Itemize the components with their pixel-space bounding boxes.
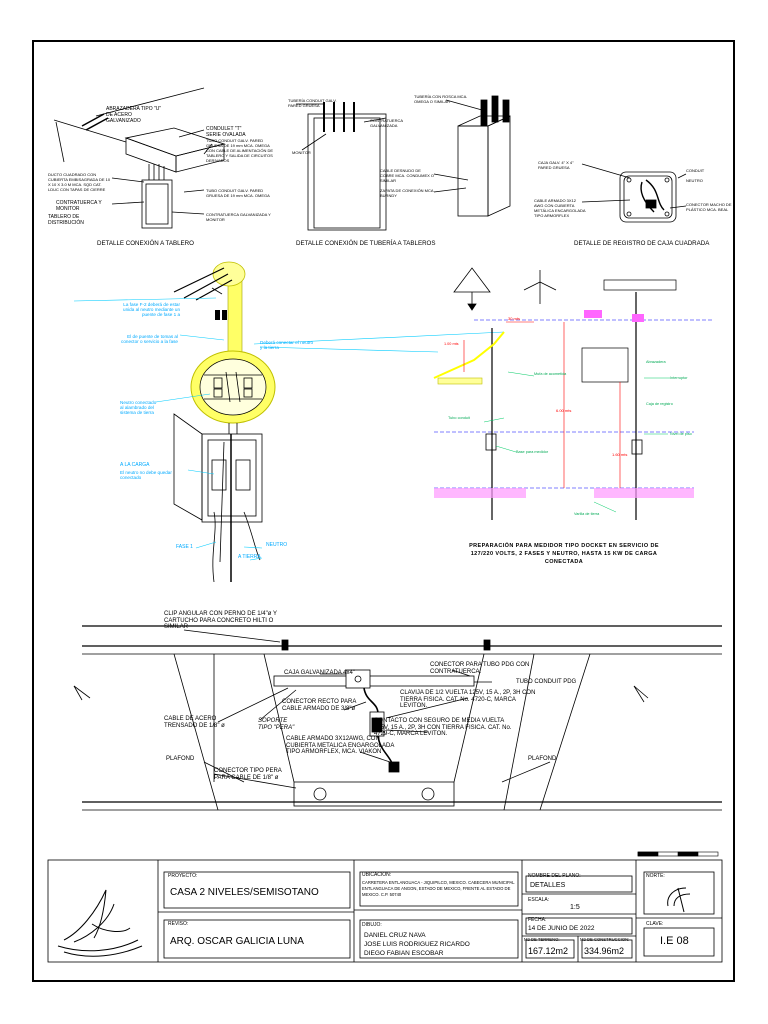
- detail-registro: [581, 163, 687, 223]
- dibujo-name: DANIEL CRUZ NAVA: [364, 932, 426, 939]
- note-abrazadera: ABRAZADERA TIPO "U" DE ACERO GALVANIZADO: [106, 106, 162, 124]
- note-contratuerca-galv-2: CONTRATUERCA GALVANIZADA: [370, 118, 403, 128]
- meter-note-sistema-tierra: Neutro conectado al alambrado del sistem…: [120, 400, 157, 415]
- escala-label: ESCALA:: [528, 897, 550, 903]
- note-condulet: CONDULET "T" SERIE OVALADA: [206, 126, 246, 138]
- sec-tubo-pdg: TUBO CONDUIT PDG: [516, 679, 577, 685]
- meter-note-no-conectado: El neutro no debe quedar conectado: [120, 470, 172, 480]
- meter-note-fase: La fase F-2 deberá de estar unida al neu…: [123, 302, 180, 317]
- title-block-frame: [47, 859, 723, 963]
- note-conduit: CONDUIT: [686, 168, 705, 173]
- note-neutro: NEUTRO: [686, 178, 703, 183]
- reviso-value: ARQ. OSCAR GALICIA LUNA: [170, 936, 304, 947]
- fecha-value: 14 DE JUNIO DE 2022: [528, 925, 595, 932]
- note-contratuerca-galv: CONTRATUERCA GALVANIZADA Y MONITOR: [206, 212, 271, 222]
- note-tablero-dist: TABLERO DE DISTRIBUCIÓN: [48, 214, 84, 226]
- elev-note-registro: Caja de registro: [646, 402, 673, 406]
- drawing-sheet: 30 mts 6.00 mts 1.60 mts: [32, 40, 735, 982]
- note-tuberia-conduit: TUBERÍA CONDUIT GALV. PARED GRUESA: [288, 98, 337, 108]
- elev-note-interruptor: Interruptor: [670, 376, 688, 380]
- dibujo-name: JOSE LUIS RODRIGUEZ RICARDO: [364, 941, 470, 948]
- meter-detail: [73, 261, 505, 583]
- caption-tablero: DETALLE CONEXIÓN A TABLERO: [97, 240, 194, 247]
- firm-logo: [57, 889, 143, 957]
- fecha-label: FECHA:: [528, 917, 547, 923]
- terreno-label: M2 DE TERRENO:: [524, 937, 560, 942]
- ubicacion-label: UBICACION:: [362, 872, 392, 878]
- note-caja-galv: CAJA GALV. 4" X 4" PARED GRUESA: [538, 160, 574, 170]
- note-contratuerca: CONTRATUERCA Y MONITOR: [56, 200, 102, 212]
- meter-note-tierra: A TIERRA: [238, 554, 261, 560]
- proyecto-value: CASA 2 NIVELES/SEMISOTANO: [170, 887, 319, 898]
- drawing-canvas: 30 mts 6.00 mts 1.60 mts: [47, 87, 723, 963]
- sec-clip: CLIP ANGULAR CON PERNO DE 1/4"ø Y CARTUC…: [164, 611, 277, 630]
- sec-caja: CAJA GALVANIZADA 4x4": [284, 670, 355, 676]
- note-cable-armado: CABLE ARMADO 3X12 AWG CON CUBIERTA METÁL…: [534, 198, 586, 218]
- note-ducto: DUCTO CUADRADO CON CUBIERTA EMBISAGRADA …: [48, 172, 111, 192]
- sec-conector-pera: CONECTOR TIPO PERA PARA CABLE DE 1/8" ø: [214, 768, 282, 781]
- elev-note-mufa: Mufa de acometida: [534, 372, 567, 376]
- sec-conector-tubo: CONECTOR PARA TUBO PDG CON CONTRATUERCA.: [430, 662, 530, 675]
- svg-text:6.00 mts: 6.00 mts: [556, 408, 571, 413]
- nombre-value: DETALLES: [530, 882, 566, 889]
- section-detail: [73, 625, 722, 811]
- north-arrow-icon: [667, 887, 691, 913]
- caption-registro: DETALLE DE REGISTRO DE CAJA CUADRADA: [574, 240, 710, 247]
- elev-note-piso: Nivel de piso: [670, 432, 692, 436]
- dibujo-label: DIBUJO:: [362, 922, 382, 928]
- elev-note-varilla: Varilla de tierra: [574, 512, 600, 516]
- ubicacion-value: CARRETERA ENTLANGUACA - JIQUIPILCO, MEXI…: [362, 880, 515, 897]
- elev-note-base: Base para medidor: [516, 450, 549, 454]
- norte-label: NORTE:: [646, 873, 665, 879]
- note-cable-desnudo: CABLE DESNUDO DE COBRE MCA. CONDUMEX O S…: [380, 168, 435, 183]
- sec-plafond-left: PLAFOND: [166, 756, 195, 762]
- svg-text:30 mts: 30 mts: [508, 316, 520, 321]
- elev-note-tubo: Tubo conduit: [448, 416, 470, 420]
- elev-dim-1: 1.00 mts: [444, 342, 459, 346]
- terreno-value: 167.12m2: [528, 946, 569, 956]
- proyecto-label: PROYECTO:: [168, 873, 198, 879]
- note-monitor: MONITOR: [292, 150, 311, 155]
- sec-soporte: SOPORTE TIPO "PERA": [258, 718, 295, 731]
- scale-bar: [637, 851, 719, 857]
- construccion-value: 334.96m2: [584, 946, 625, 956]
- sec-cable-acero: CABLE DE ACERO TRENSADO DE 1/8" ø: [164, 716, 225, 729]
- clave-value: I.E 08: [660, 935, 689, 947]
- escala-value: 1:5: [570, 904, 580, 911]
- caption-medidor: PREPARACIÓN PARA MEDIDOR TIPO DOCKET EN …: [469, 543, 659, 565]
- sec-conector-recto: CONECTOR RECTO PARA CABLE ARMADO DE 3/8"…: [282, 699, 357, 712]
- note-tuberia-rosca: TUBERÍA CON ROSCA MCA. OMEGA O SIMILAR: [414, 94, 468, 104]
- sec-clavija: CLAVIJA DE 1/2 VUELTA 125V, 15 A., 2P, 3…: [400, 690, 536, 709]
- construccion-label: M2 DE CONSTRUCCION:: [580, 937, 630, 942]
- note-zapata: ZAPATA DE CONEXIÓN MCA. BURNDY: [380, 188, 435, 198]
- clave-label: CLAVE:: [646, 921, 664, 927]
- nombre-label: NOMBRE DEL PLANO:: [528, 873, 581, 879]
- svg-text:1.60 mts: 1.60 mts: [612, 452, 627, 457]
- dibujo-name: DIEGO FABIAN ESCOBAR: [364, 950, 444, 957]
- caption-tuberia: DETALLE CONEXIÓN DE TUBERÍA A TABLEROS: [296, 240, 436, 247]
- meter-note-neutro: NEUTRO: [266, 542, 288, 548]
- sec-cable-armado: CABLE ARMADO 3X12AWG, CON CUBIERTA METAL…: [286, 736, 395, 755]
- reviso-label: REVISO:: [168, 921, 189, 927]
- sec-plafond-right: PLAFOND: [528, 756, 557, 762]
- detail-tablero: [53, 87, 226, 229]
- elev-note-abrazadera: Abrazadera: [646, 360, 666, 364]
- note-conector-macho: CONECTOR MACHO DE PLÁSTICO MCA. BEAL: [686, 202, 732, 212]
- note-tubo-galv: TUBO CONDUIT GALV. PARED GRUESA DE 19 mm…: [206, 188, 270, 198]
- meter-note-carga: A LA CARGA: [120, 462, 150, 468]
- meter-note-neutro-tierra: Deberá conectar el neutro y la tierra: [260, 340, 314, 350]
- meter-note-fase1: FASE 1: [176, 544, 193, 550]
- dibujo-values: DANIEL CRUZ NAVA JOSE LUIS RODRIGUEZ RIC…: [364, 931, 470, 958]
- meter-note-puente: El de puente de tomas al conector o serv…: [121, 334, 178, 344]
- sec-contacto: CONTACTO CON SEGURO DE MEDIA VUELTA 125V…: [374, 718, 512, 737]
- note-tubo-conduit: TUBO CONDUIT GALV. PARED GRUESA DE 19 mm…: [206, 138, 274, 163]
- elevation-detail: 30 mts 6.00 mts 1.60 mts: [433, 267, 714, 520]
- detail-tuberia: [296, 95, 511, 231]
